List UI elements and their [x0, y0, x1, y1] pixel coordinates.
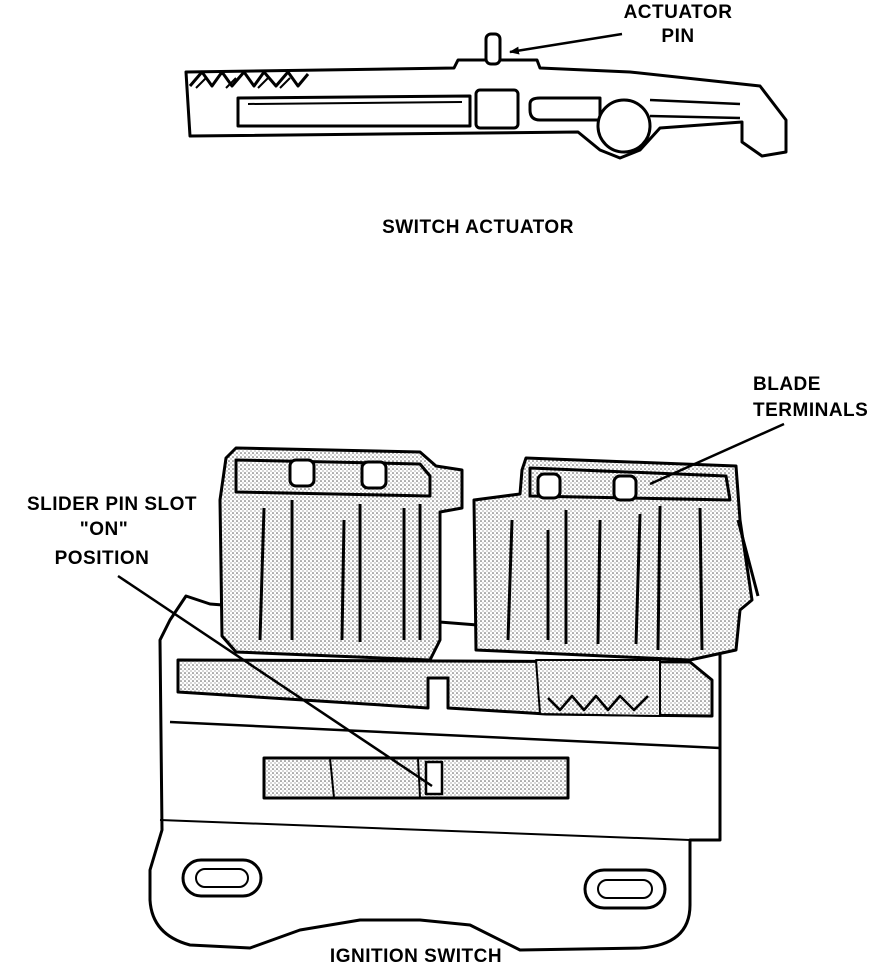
actuator-pin-label-line2: PIN — [661, 26, 694, 47]
actuator-pin — [484, 32, 502, 66]
blade-terminals-label-line2: TERMINALS — [753, 400, 868, 421]
switch-actuator-drawing — [184, 32, 788, 160]
slider-pin-slot-label-line1: SLIDER PIN SLOT — [27, 494, 197, 515]
slider-window — [262, 756, 570, 800]
switch-actuator-caption: SWITCH ACTUATOR — [382, 217, 574, 238]
slider-pin-slot-leader — [117, 574, 433, 788]
ignition-switch-caption: IGNITION SWITCH — [330, 946, 502, 967]
slider-pin-slot-label-line3: POSITION — [55, 548, 150, 569]
actuator-pin-label-line1: ACTUATOR — [624, 2, 733, 23]
blade-terminals-leader — [649, 422, 785, 486]
blade-terminal-stud — [612, 474, 638, 502]
blade-terminal-stud — [288, 458, 316, 488]
left-terminal-housing — [218, 446, 464, 662]
right-terminal-housing — [472, 456, 754, 662]
actuator-pin-leader — [509, 32, 623, 55]
actuator-knob — [596, 98, 652, 154]
slider-pin-slot-label-line2: "ON" — [80, 519, 129, 540]
blade-terminal-stud — [360, 460, 388, 490]
blade-terminals-label-line1: BLADE — [753, 374, 821, 395]
slider-pin-slot — [424, 760, 444, 796]
ignition-switch-drawing — [148, 446, 760, 952]
blade-terminal-stud — [536, 472, 562, 500]
